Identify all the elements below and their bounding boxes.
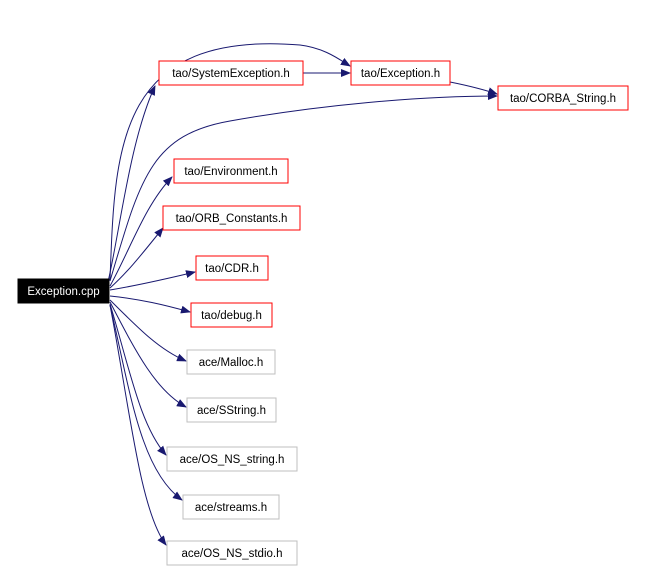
node-label: tao/debug.h <box>201 310 262 322</box>
node-label: ace/Malloc.h <box>199 357 264 369</box>
node-label: Exception.cpp <box>27 286 99 298</box>
edge-root-to-os-ns-string <box>109 303 167 456</box>
node-box <box>497 85 629 111</box>
node-label: tao/Exception.h <box>361 68 440 80</box>
edge-root-to-corba-string <box>109 92 498 282</box>
node-orb-constants[interactable]: tao/ORB_Constants.h <box>162 205 301 231</box>
node-corba-string[interactable]: tao/CORBA_String.h <box>497 85 629 111</box>
node-system-exception[interactable]: tao/SystemException.h <box>158 60 304 86</box>
node-label: ace/streams.h <box>195 502 267 514</box>
edge-root-to-sstring <box>109 301 187 408</box>
edge-exception-h-to-corba-string <box>449 81 498 95</box>
node-label: ace/OS_NS_string.h <box>180 454 285 466</box>
edge-root-to-malloc <box>109 299 187 362</box>
node-streams[interactable]: ace/streams.h <box>182 494 280 520</box>
node-box <box>182 494 280 520</box>
node-box <box>186 397 277 423</box>
node-root[interactable]: Exception.cpp <box>17 278 110 304</box>
edge-root-to-streams <box>109 304 183 501</box>
node-debug[interactable]: tao/debug.h <box>190 302 273 328</box>
node-box <box>162 205 301 231</box>
edge-root-to-debug <box>109 295 191 314</box>
node-os-ns-stdio[interactable]: ace/OS_NS_stdio.h <box>166 540 298 566</box>
node-box <box>186 349 276 375</box>
edges-layer <box>107 43 498 546</box>
node-box <box>190 302 273 328</box>
edge-root-to-orb-constants <box>109 227 164 289</box>
node-label: tao/CORBA_String.h <box>510 93 616 105</box>
node-box <box>158 60 304 86</box>
node-os-ns-string[interactable]: ace/OS_NS_string.h <box>166 446 298 472</box>
edge-root-to-exception-h <box>109 43 351 281</box>
nodes-layer: Exception.cpp tao/SystemException.h tao/Ex… <box>17 60 629 566</box>
node-exception-h[interactable]: tao/Exception.h <box>350 60 451 86</box>
node-sstring[interactable]: ace/SString.h <box>186 397 277 423</box>
edge-root-to-cdr <box>109 270 196 291</box>
edge-root-to-os-ns-stdio <box>109 304 167 546</box>
node-environment[interactable]: tao/Environment.h <box>173 158 289 184</box>
edge-root-to-system-exception <box>107 85 156 283</box>
node-cdr[interactable]: tao/CDR.h <box>195 255 269 281</box>
node-label: tao/Environment.h <box>184 166 277 178</box>
node-box <box>166 446 298 472</box>
node-box <box>350 60 451 86</box>
node-box <box>195 255 269 281</box>
edge-root-to-environment <box>109 176 173 287</box>
node-malloc[interactable]: ace/Malloc.h <box>186 349 276 375</box>
node-label: ace/SString.h <box>197 405 266 417</box>
node-box <box>173 158 289 184</box>
node-label: ace/OS_NS_stdio.h <box>181 548 282 560</box>
node-label: tao/ORB_Constants.h <box>176 213 288 225</box>
node-box <box>17 278 110 304</box>
node-box <box>166 540 298 566</box>
node-label: tao/SystemException.h <box>172 68 290 80</box>
node-label: tao/CDR.h <box>205 263 259 275</box>
